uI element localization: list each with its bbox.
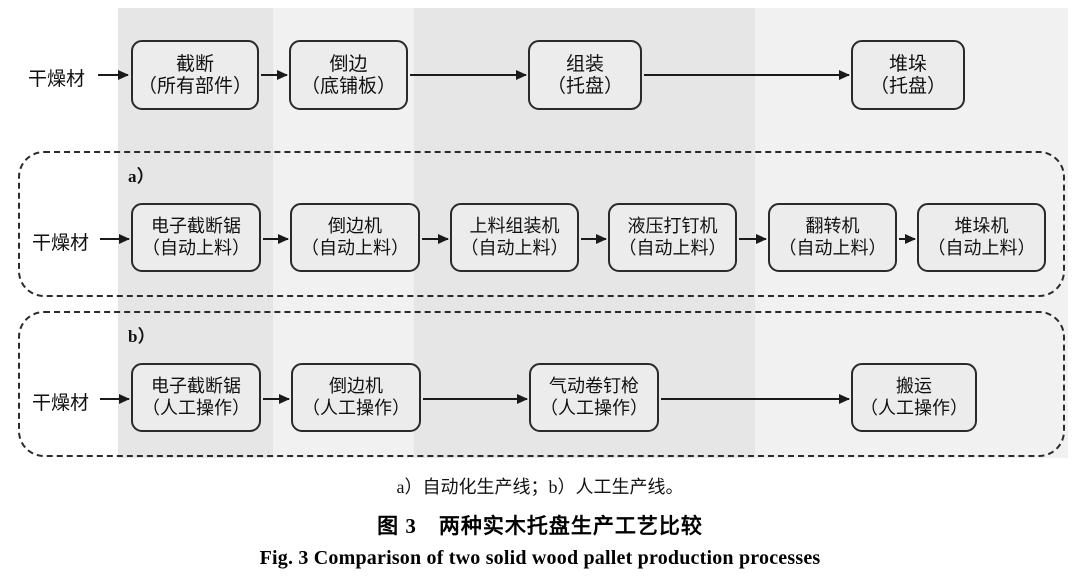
- node-subtitle-pneumatic-coil-nail-gun: （人工操作）: [540, 397, 648, 419]
- node-title-pneumatic-coil-nail-gun: 气动卷钉枪: [549, 376, 639, 398]
- process-node-stacking-machine[interactable]: 堆垛机（自动上料）: [917, 203, 1046, 272]
- node-title-turnover-machine: 翻转机: [805, 216, 860, 238]
- node-subtitle-electronic-cut-off-saw-manual: （人工操作）: [142, 397, 250, 419]
- process-node-chamfering-machine[interactable]: 倒边机（自动上料）: [290, 203, 420, 272]
- process-node-cut-off[interactable]: 截断（所有部件）: [131, 40, 259, 110]
- node-subtitle-chamfering-machine: （自动上料）: [301, 237, 409, 259]
- input-label-row-automated-line: 干燥材: [32, 232, 90, 254]
- arrow-in-row-manual-line: [100, 398, 129, 400]
- node-subtitle-cut-off: （所有部件）: [137, 75, 252, 97]
- node-subtitle-handling-transport: （人工操作）: [860, 397, 968, 419]
- group-box-row-automated-line: [18, 151, 1065, 297]
- caption-chinese-title: 图 3 两种实木托盘生产工艺比较: [377, 514, 703, 538]
- node-title-cut-off: 截断: [175, 52, 214, 75]
- arrow-row-process-overview-2: [410, 74, 526, 76]
- process-node-electronic-cut-off-saw[interactable]: 电子截断锯（自动上料）: [131, 203, 261, 272]
- node-subtitle-electronic-cut-off-saw: （自动上料）: [142, 237, 250, 259]
- arrow-row-manual-line-1: [263, 398, 289, 400]
- caption-english-title: Fig. 3 Comparison of two solid wood pall…: [259, 547, 821, 569]
- node-subtitle-chamfering-machine-manual: （人工操作）: [302, 397, 410, 419]
- process-node-stack[interactable]: 堆垛（托盘）: [851, 40, 965, 110]
- process-node-hydraulic-nailing-machine[interactable]: 液压打钉机（自动上料）: [608, 203, 737, 272]
- node-title-chamfering-machine-manual: 倒边机: [329, 376, 383, 398]
- arrow-row-process-overview-1: [261, 74, 287, 76]
- node-subtitle-chamfer: （底铺板）: [300, 75, 396, 97]
- caption-subnote: a）自动化生产线；b）人工生产线。: [396, 477, 684, 497]
- node-subtitle-turnover-machine: （自动上料）: [778, 237, 887, 259]
- process-node-chamfering-machine-manual[interactable]: 倒边机（人工操作）: [291, 363, 421, 432]
- process-node-pneumatic-coil-nail-gun[interactable]: 气动卷钉枪（人工操作）: [529, 363, 659, 432]
- process-node-electronic-cut-off-saw-manual[interactable]: 电子截断锯（人工操作）: [131, 363, 261, 432]
- arrow-row-manual-line-2: [423, 398, 527, 400]
- node-subtitle-stack: （托盘）: [869, 75, 946, 97]
- process-node-feeding-assembly-machine[interactable]: 上料组装机（自动上料）: [450, 203, 579, 272]
- node-subtitle-stacking-machine: （自动上料）: [927, 237, 1036, 259]
- node-title-stack: 堆垛: [888, 52, 927, 75]
- input-label-row-process-overview: 干燥材: [28, 68, 86, 90]
- node-subtitle-assemble: （托盘）: [546, 75, 623, 97]
- process-node-turnover-machine[interactable]: 翻转机（自动上料）: [768, 203, 897, 272]
- node-title-chamfering-machine: 倒边机: [328, 216, 382, 238]
- group-label-row-manual-line: b）: [128, 327, 156, 346]
- arrow-row-manual-line-3: [661, 398, 849, 400]
- arrow-row-automated-line-3: [581, 238, 606, 240]
- node-title-chamfer: 倒边: [329, 52, 368, 75]
- node-title-stacking-machine: 堆垛机: [954, 216, 1009, 238]
- node-title-electronic-cut-off-saw-manual: 电子截断锯: [151, 376, 241, 398]
- node-title-handling-transport: 搬运: [896, 376, 932, 398]
- arrow-row-process-overview-3: [644, 74, 849, 76]
- node-subtitle-feeding-assembly-machine: （自动上料）: [460, 237, 569, 259]
- node-title-electronic-cut-off-saw: 电子截断锯: [151, 216, 241, 238]
- arrow-row-automated-line-4: [739, 238, 766, 240]
- input-label-row-manual-line: 干燥材: [32, 392, 90, 414]
- arrow-row-automated-line-2: [422, 238, 448, 240]
- group-label-row-automated-line: a）: [128, 167, 155, 186]
- arrow-in-row-process-overview: [98, 74, 128, 76]
- node-title-hydraulic-nailing-machine: 液压打钉机: [627, 216, 718, 238]
- group-box-row-manual-line: [18, 311, 1065, 457]
- arrow-row-automated-line-5: [899, 238, 915, 240]
- process-node-handling-transport[interactable]: 搬运（人工操作）: [851, 363, 977, 432]
- node-subtitle-hydraulic-nailing-machine: （自动上料）: [618, 237, 727, 259]
- process-node-assemble[interactable]: 组装（托盘）: [528, 40, 642, 110]
- process-node-chamfer[interactable]: 倒边（底铺板）: [289, 40, 408, 110]
- arrow-row-automated-line-1: [263, 238, 288, 240]
- arrow-in-row-automated-line: [100, 238, 129, 240]
- node-title-assemble: 组装: [565, 52, 604, 75]
- node-title-feeding-assembly-machine: 上料组装机: [469, 216, 560, 238]
